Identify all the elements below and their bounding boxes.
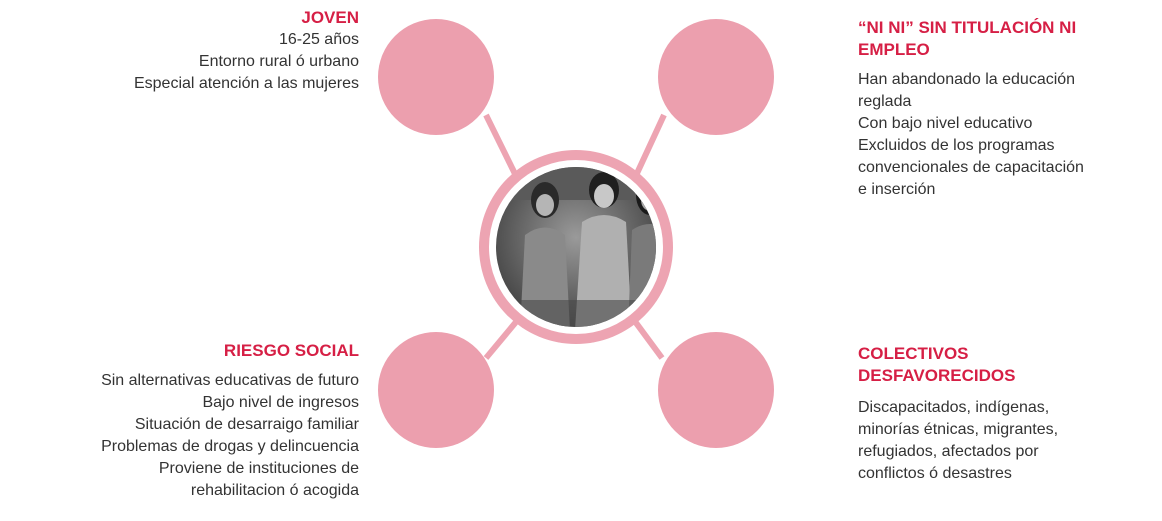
- list-item: conflictos ó desastres: [858, 465, 1012, 482]
- connector-nini: [630, 113, 667, 184]
- nini-title-line1: “NI NI” SIN TITULACIÓN NI: [858, 18, 1077, 37]
- riesgo-block: RIESGO SOCIAL Sin alternativas educativa…: [0, 340, 359, 502]
- list-item: refugiados, afectados por: [858, 443, 1039, 460]
- list-item: reglada: [858, 93, 912, 110]
- list-item: rehabilitacion ó acogida: [190, 482, 359, 499]
- joven-list: 16-25 años Entorno rural ó urbano Especi…: [0, 29, 359, 95]
- colectivos-title-line1: COLECTIVOS: [858, 344, 969, 363]
- list-item: Entorno rural ó urbano: [198, 53, 359, 70]
- nini-list: Han abandonado la educación reglada Con …: [858, 69, 1158, 201]
- list-item: Han abandonado la educación: [858, 71, 1076, 88]
- nini-block: “NI NI” SIN TITULACIÓN NI EMPLEO Han aba…: [858, 17, 1158, 201]
- list-item: Discapacitados, indígenas,: [858, 399, 1050, 416]
- list-item: e inserción: [858, 181, 936, 198]
- joven-title: JOVEN: [301, 8, 359, 27]
- bubble-riesgo: [378, 332, 494, 448]
- list-item: Problemas de drogas y delincuencia: [101, 438, 359, 455]
- connector-riesgo: [483, 314, 524, 360]
- colectivos-block: COLECTIVOS DESFAVORECIDOS Discapacitados…: [858, 343, 1158, 485]
- colectivos-list: Discapacitados, indígenas, minorías étni…: [858, 397, 1158, 485]
- riesgo-list: Sin alternativas educativas de futuro Ba…: [0, 370, 359, 502]
- list-item: 16-25 años: [278, 31, 359, 48]
- list-item: Proviene de instituciones de: [158, 460, 359, 477]
- riesgo-title: RIESGO SOCIAL: [223, 341, 359, 360]
- list-item: Sin alternativas educativas de futuro: [101, 372, 359, 389]
- list-item: Bajo nivel de ingresos: [202, 394, 359, 411]
- bubble-nini: [658, 19, 774, 135]
- colectivos-title-line2: DESFAVORECIDOS: [858, 366, 1016, 385]
- list-item: minorías étnicas, migrantes,: [858, 421, 1059, 438]
- list-item: Situación de desarraigo familiar: [134, 416, 359, 433]
- bubble-colectivos: [658, 332, 774, 448]
- nini-title-line2: EMPLEO: [858, 40, 930, 59]
- connector-joven: [483, 113, 522, 184]
- list-item: Con bajo nivel educativo: [858, 115, 1033, 132]
- list-item: Excluidos de los programas: [858, 137, 1055, 154]
- list-item: Especial atención a las mujeres: [133, 75, 359, 92]
- list-item: convencionales de capacitación: [858, 159, 1084, 176]
- joven-block: JOVEN 16-25 años Entorno rural ó urbano …: [0, 7, 359, 95]
- bubble-joven: [378, 19, 494, 135]
